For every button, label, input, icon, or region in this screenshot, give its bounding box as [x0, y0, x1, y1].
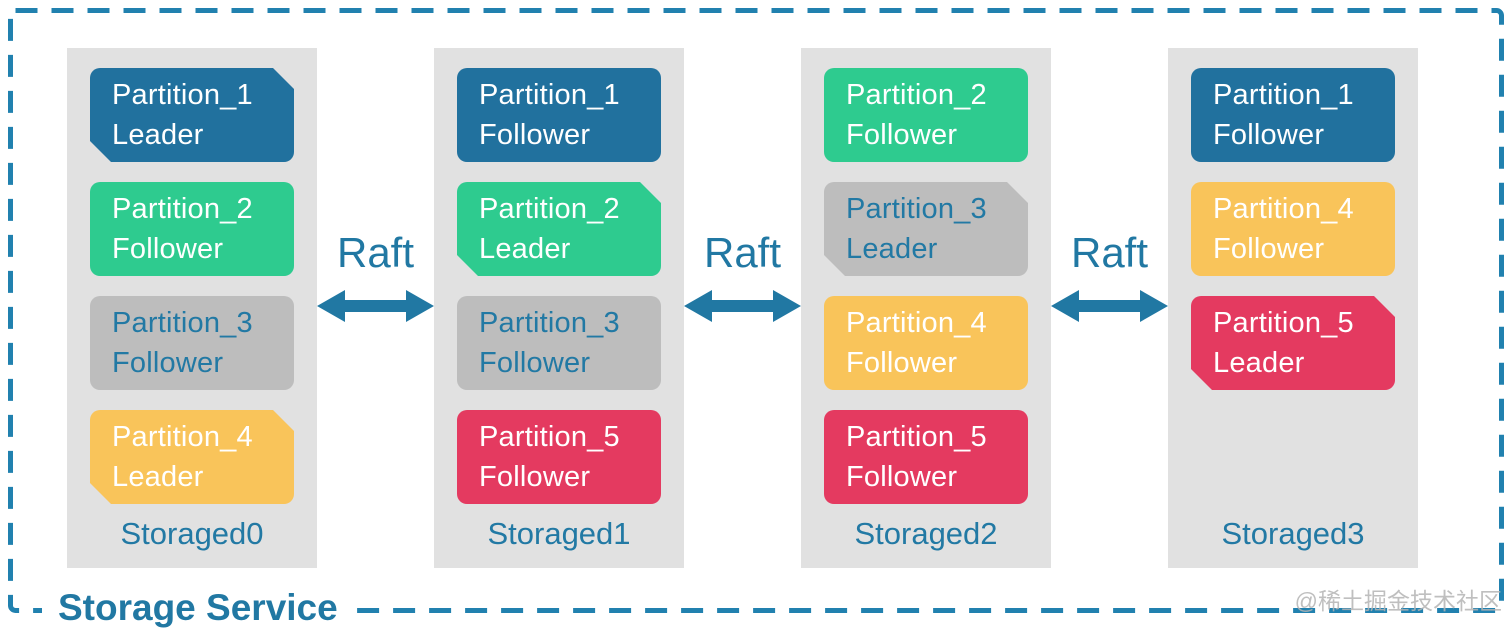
storage-node-storaged2: Partition_2 Follower Partition_3 Leader … — [801, 48, 1051, 568]
node-name-label: Storaged2 — [854, 516, 998, 551]
partition-role: Leader — [112, 119, 204, 151]
raft-label: Raft — [336, 229, 415, 276]
partition-block: Partition_4 Follower — [824, 296, 1028, 390]
raft-link-1: Raft — [682, 228, 803, 331]
raft-bidirectional-arrow-icon — [317, 290, 434, 322]
partition-role: Follower — [479, 461, 591, 493]
partition-role: Follower — [479, 119, 591, 151]
partition-block: Partition_1 Follower — [1191, 68, 1395, 162]
storage-node-storaged3: Partition_1 Follower Partition_4 Followe… — [1168, 48, 1418, 568]
raft-bidirectional-arrow-icon — [1051, 290, 1168, 322]
raft-bidirectional-arrow-icon — [684, 290, 801, 322]
partition-title: Partition_4 — [846, 307, 987, 339]
partition-title: Partition_5 — [846, 421, 987, 453]
partition-role: Follower — [112, 347, 224, 379]
partition-title: Partition_2 — [479, 193, 620, 225]
watermark-text: @稀土掘金技术社区 — [1294, 588, 1502, 614]
partition-role: Leader — [112, 461, 204, 493]
partition-title: Partition_4 — [112, 421, 253, 453]
raft-label: Raft — [703, 229, 782, 276]
partition-block: Partition_1 Leader — [90, 68, 294, 162]
partition-block: Partition_3 Leader — [824, 182, 1028, 276]
partition-role: Leader — [1213, 347, 1305, 379]
partition-block: Partition_5 Follower — [457, 410, 661, 504]
storage-node-storaged0: Partition_1 Leader Partition_2 Follower … — [67, 48, 317, 568]
partition-block: Partition_2 Follower — [90, 182, 294, 276]
storage-node-storaged1: Partition_1 Follower Partition_2 Leader … — [434, 48, 684, 568]
raft-link-2: Raft — [1049, 228, 1170, 331]
partition-title: Partition_2 — [112, 193, 253, 225]
partition-role: Leader — [846, 233, 938, 265]
partition-block: Partition_5 Follower — [824, 410, 1028, 504]
node-name-label: Storaged1 — [487, 516, 631, 551]
partition-block: Partition_5 Leader — [1191, 296, 1395, 390]
partition-role: Follower — [1213, 119, 1325, 151]
partition-title: Partition_2 — [846, 79, 987, 111]
partition-role: Follower — [846, 461, 958, 493]
raft-link-0: Raft — [315, 228, 436, 331]
partition-title: Partition_3 — [112, 307, 253, 339]
partition-block: Partition_3 Follower — [90, 296, 294, 390]
partition-title: Partition_4 — [1213, 193, 1354, 225]
partition-block: Partition_1 Follower — [457, 68, 661, 162]
partition-role: Follower — [112, 233, 224, 265]
partition-title: Partition_1 — [479, 79, 620, 111]
partition-title: Partition_5 — [479, 421, 620, 453]
partition-block: Partition_2 Leader — [457, 182, 661, 276]
partition-role: Follower — [479, 347, 591, 379]
partition-role: Follower — [846, 347, 958, 379]
node-name-label: Storaged0 — [120, 516, 264, 551]
partition-title: Partition_1 — [112, 79, 253, 111]
storage-service-title: Storage Service — [42, 586, 354, 630]
partition-title: Partition_3 — [479, 307, 620, 339]
partition-block: Partition_2 Follower — [824, 68, 1028, 162]
raft-label: Raft — [1070, 229, 1149, 276]
partition-title: Partition_1 — [1213, 79, 1354, 111]
partition-role: Follower — [1213, 233, 1325, 265]
node-name-label: Storaged3 — [1221, 516, 1365, 551]
partition-role: Leader — [479, 233, 571, 265]
partition-title: Partition_3 — [846, 193, 987, 225]
partition-role: Follower — [846, 119, 958, 151]
partition-block: Partition_3 Follower — [457, 296, 661, 390]
partition-block: Partition_4 Leader — [90, 410, 294, 504]
partition-title: Partition_5 — [1213, 307, 1354, 339]
partition-block: Partition_4 Follower — [1191, 182, 1395, 276]
